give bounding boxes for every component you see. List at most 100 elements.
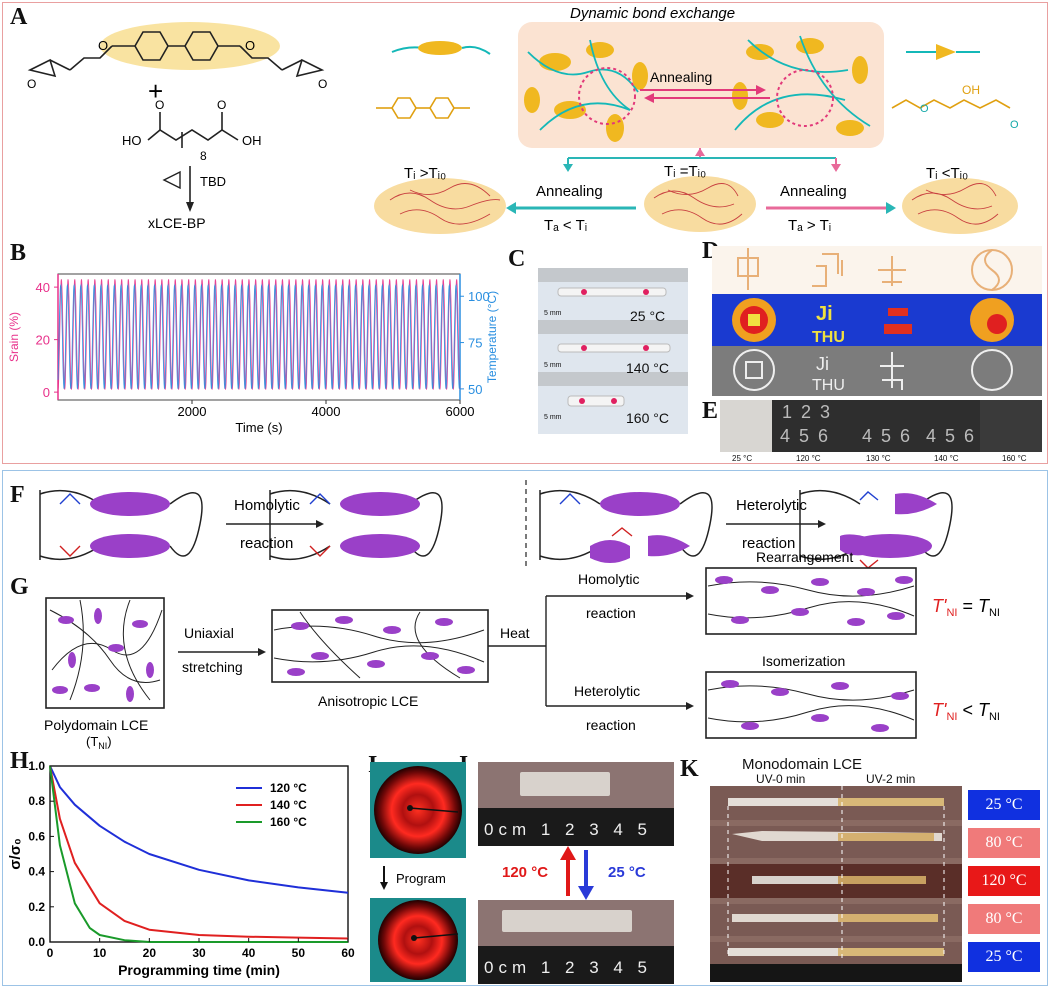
e-label-130: 130 °C: [866, 454, 891, 463]
state-mid: Tᵢ =Tᵢ₀: [664, 163, 706, 180]
b-ylabel: Srain (%): [7, 312, 21, 362]
k-photo: [710, 786, 962, 982]
panel-a-frame: [2, 2, 1048, 464]
panel-label-f: F: [10, 482, 25, 508]
panel-label-e: E: [702, 398, 719, 424]
b-series-temperature: [57, 283, 461, 389]
cond-left: Tₐ < Tᵢ: [544, 217, 587, 234]
k-temp-tag: 120 °C: [968, 866, 1040, 896]
h-xtick-label: 30: [192, 946, 206, 960]
panel-label-k: K: [680, 756, 699, 782]
svg-text:O: O: [98, 38, 108, 53]
b-ytick-label: 20: [36, 333, 50, 348]
g-aniso-label: Anisotropic LCE: [318, 693, 418, 709]
g-uniaxial: Uniaxial: [184, 625, 234, 641]
h-ytick-label: 1.0: [28, 759, 45, 773]
g-stretching: stretching: [182, 659, 243, 675]
e-text-456c: 4 5 6: [926, 426, 977, 446]
oh-label: OH: [962, 83, 980, 97]
panel-j-arrows: [560, 846, 594, 900]
h-series-140: [49, 765, 349, 940]
i-program: Program: [396, 871, 446, 886]
svg-text:HO: HO: [122, 133, 142, 148]
svg-text:O: O: [217, 98, 226, 112]
subscript-8: 8: [200, 149, 207, 163]
h-ytick-label: 0.4: [28, 865, 45, 879]
h-series-120: [49, 765, 349, 894]
panel-f-frame: [2, 470, 1048, 986]
g-eq2-op: <: [957, 700, 978, 720]
panel-e-photo: 1 2 3 4 5 6 4 5 6 4 5 6: [720, 400, 1042, 452]
h-series-160: [49, 765, 348, 943]
f-reaction-2: reaction: [742, 535, 795, 552]
panel-a-diagram: O O O O + HO OH O O 8 TBD xLCE-BP O OH O…: [27, 5, 1019, 234]
h-xtick-label: 0: [47, 946, 54, 960]
k-uv0: UV-0 min: [756, 772, 806, 786]
h-xtick-label: 20: [143, 946, 157, 960]
j-hot-label: 120 °C: [502, 864, 549, 881]
b-ytick-label: 40: [36, 280, 50, 295]
e-label-120: 120 °C: [796, 454, 821, 463]
h-ytick-label: 0.8: [28, 794, 45, 808]
g-isomerization: Isomerization: [762, 653, 845, 669]
panel-label-h: H: [10, 748, 29, 774]
f-reaction-1: reaction: [240, 535, 293, 552]
g-eq2-lhs-sub: NI: [946, 711, 957, 723]
panel-label-a: A: [10, 4, 28, 30]
h-ytick-label: 0.2: [28, 900, 45, 914]
svg-text:O: O: [1010, 119, 1019, 131]
k-temp-tag: 25 °C: [968, 942, 1040, 972]
svg-text:(TNI): (TNI): [86, 734, 112, 750]
h-ytick-label: 0.0: [28, 935, 45, 949]
h-legend-label: 140 °C: [270, 798, 307, 812]
k-temp-tag: 80 °C: [968, 904, 1040, 934]
j-cold-label: 25 °C: [608, 864, 646, 881]
h-ylabel: σ/σ₀: [7, 838, 24, 869]
c-label-140: 140 °C: [626, 360, 669, 376]
g-heat: Heat: [500, 625, 530, 641]
cond-right: Tₐ > Tᵢ: [788, 217, 831, 234]
g-eq2-lhs: T': [932, 700, 947, 720]
panel-j-photo-bottom: 0cm 1 2 3 4 5: [478, 900, 674, 984]
h-legend-label: 120 °C: [270, 781, 307, 795]
panel-f-diagram: Homolytic reaction Heterolytic reaction: [39, 480, 953, 570]
dbe-title: Dynamic bond exchange: [570, 5, 735, 22]
k-temp-tag: 80 °C: [968, 828, 1040, 858]
svg-text:O: O: [920, 103, 929, 115]
panel-i-images: Program: [370, 762, 466, 982]
g-heterolytic: Heterolytic: [574, 683, 640, 699]
c-scale-2: 5 mm: [544, 362, 562, 369]
g-rearrangement: Rearrangement: [756, 549, 853, 565]
k-temp-tag: 25 °C: [968, 790, 1040, 820]
panel-label-g: G: [10, 574, 29, 600]
svg-text:THU: THU: [812, 329, 845, 346]
catalyst-label: TBD: [200, 174, 226, 189]
c-label-160: 160 °C: [626, 410, 669, 426]
g-poly-tni: (T: [86, 734, 98, 749]
j-ruler-bottom: 0cm 1 2 3 4 5: [484, 958, 653, 977]
g-eq1-lhs: T': [932, 596, 947, 616]
c-scale-1: 5 mm: [544, 310, 562, 317]
e-text-456b: 4 5 6: [862, 426, 913, 446]
panel-g-diagram: Polydomain LCE (TNI) Uniaxial stretching…: [44, 549, 1000, 750]
panel-label-c: C: [508, 246, 526, 272]
state-right: Tᵢ <Tᵢ₀: [926, 165, 968, 182]
b-xtick-label: 6000: [446, 404, 475, 419]
panel-d-images: Ji THU Ji THU: [712, 246, 1042, 396]
g-homolytic: Homolytic: [578, 571, 639, 587]
g-eq1-lhs-sub: NI: [946, 607, 957, 619]
state-left: Tᵢ >Tᵢ₀: [404, 165, 446, 182]
h-xtick-label: 60: [341, 946, 355, 960]
g-poly-tni-sub: NI: [98, 741, 107, 750]
g-eq1-op: =: [957, 596, 978, 616]
k-title: Monodomain LCE: [742, 756, 863, 773]
svg-text:T'NI < TNI: T'NI < TNI: [932, 700, 1000, 723]
h-xtick-label: 10: [93, 946, 107, 960]
h-legend-label: 160 °C: [270, 815, 307, 829]
h-xlabel: Programming time (min): [118, 962, 280, 978]
annealing-top: Annealing: [650, 69, 712, 85]
b-xtick-label: 2000: [178, 404, 207, 419]
b-ytick2-label: 100: [468, 289, 490, 304]
